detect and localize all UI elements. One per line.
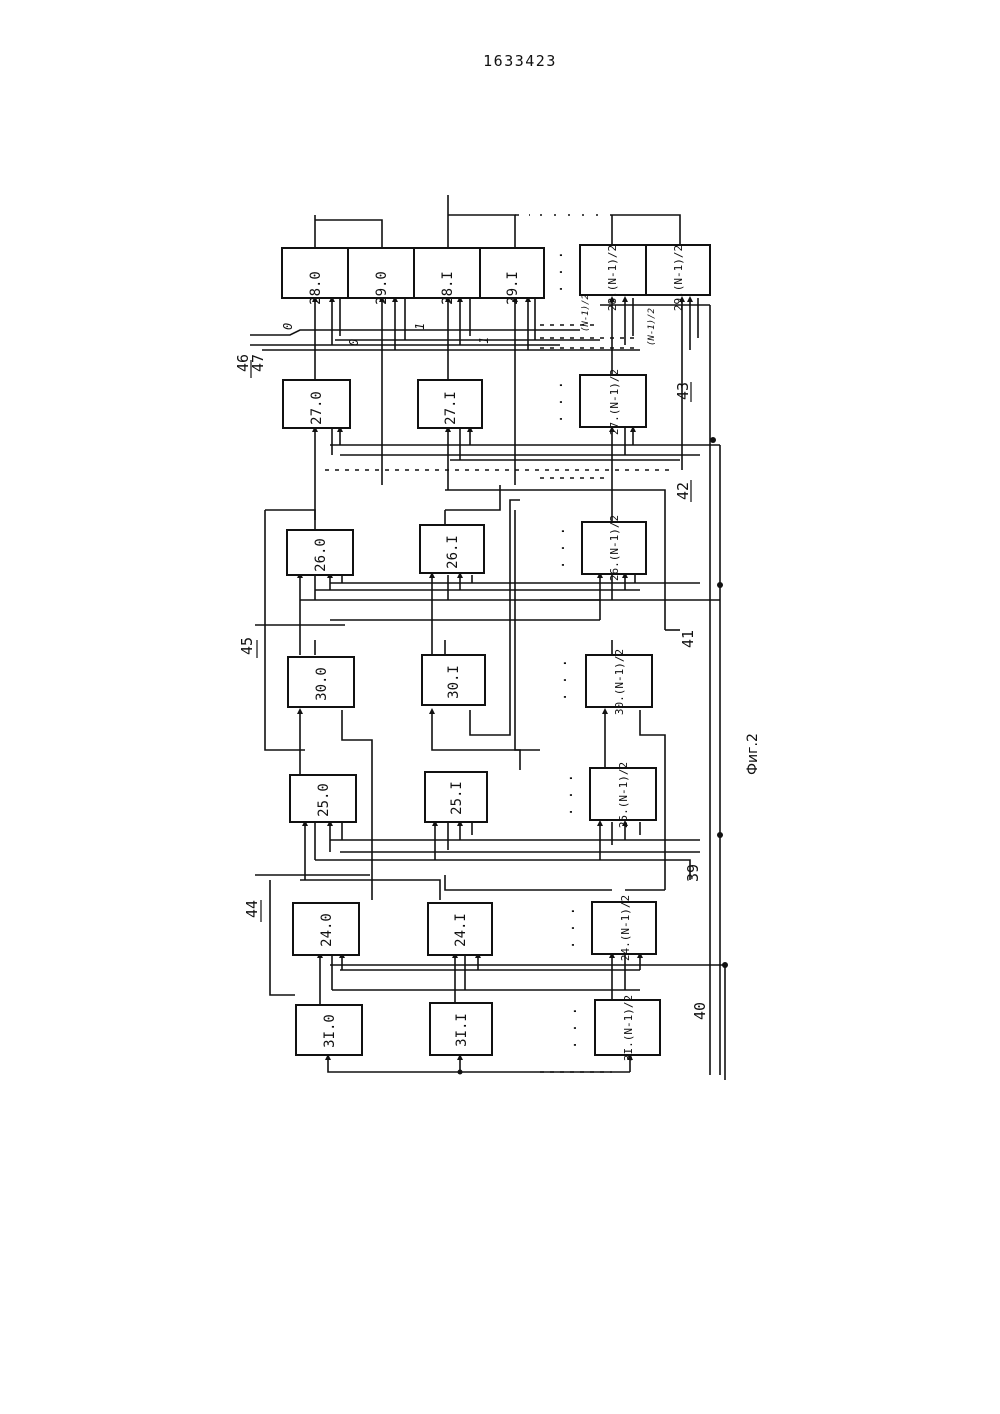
bus-label-40: 40 xyxy=(691,1002,709,1020)
label-30-0: 30.0 xyxy=(314,667,330,701)
top-wire-1 xyxy=(448,195,515,248)
ellipsis-row-31: · · · xyxy=(568,1007,584,1049)
label-29-0: 29.0 xyxy=(374,271,390,305)
label-24-0: 24.0 xyxy=(319,913,335,947)
label-31-1: 3I.I xyxy=(454,1013,470,1047)
ellipsis-row-24: · · · xyxy=(566,907,582,949)
label-30-n: 30.(N-1)/2 xyxy=(613,649,626,715)
label-27-1: 27.I xyxy=(443,391,459,425)
label-27-0: 27.0 xyxy=(309,391,325,425)
ellipsis-row-28: · · · xyxy=(554,251,570,293)
label-28-n: 28.(N-1)/2 xyxy=(606,245,619,311)
label-28-0: 28.0 xyxy=(308,271,324,305)
figure-caption-text: Фиг.2 xyxy=(745,745,761,775)
label-25-n: 25.(N-1)/2 xyxy=(617,762,630,828)
signal-zero-a: 0 xyxy=(281,323,295,330)
label-31-0: 3I.0 xyxy=(322,1014,338,1048)
label-26-0: 26.0 xyxy=(313,538,329,572)
label-26-1: 26.I xyxy=(445,535,461,569)
top-wire-n2 xyxy=(612,215,680,245)
bus-label-42: 42 xyxy=(674,482,692,500)
label-24-1: 24.I xyxy=(453,913,469,947)
top-wire-0 xyxy=(315,215,382,248)
label-28-1: 28.I xyxy=(440,271,456,305)
ellipsis-row-26: · · · xyxy=(556,527,572,569)
label-30-1: 30.I xyxy=(446,665,462,699)
label-25-0: 25.0 xyxy=(316,783,332,817)
label-27-n: 27.(N-1)/2 xyxy=(608,369,621,435)
label-29-n: 29.(N-1)/2 xyxy=(672,245,685,311)
ellipsis-row-27: · · · xyxy=(554,381,570,423)
figure-caption: Фиг.2 xyxy=(745,745,775,805)
label-25-1: 25.I xyxy=(449,781,465,815)
signal-half-b: (N-1)/2 xyxy=(647,308,657,346)
signal-one-a: 1 xyxy=(413,323,427,330)
bus-label-44: 44 xyxy=(243,900,261,918)
label-24-n: 24.(N-1)/2 xyxy=(619,895,632,961)
label-29-1: 29.I xyxy=(505,271,521,305)
bus-label-45: 45 xyxy=(238,637,256,655)
signal-zero-b: 0 xyxy=(347,339,361,346)
signal-one-b: 1 xyxy=(477,337,491,344)
bus-label-47: 47 xyxy=(249,354,267,372)
ellipsis-row-25: · · · xyxy=(564,774,580,816)
label-31-n: 3I.(N-1)/2 xyxy=(622,995,635,1061)
bus-label-41: 41 xyxy=(679,630,697,648)
signal-half-a: (N-1)/2 xyxy=(581,294,591,332)
bus-label-43: 43 xyxy=(674,382,692,400)
ellipsis-row-30: · · · xyxy=(558,659,574,701)
label-26-n: 26.(N-1)/2 xyxy=(608,515,621,581)
bus-label-39: 39 xyxy=(684,864,702,882)
